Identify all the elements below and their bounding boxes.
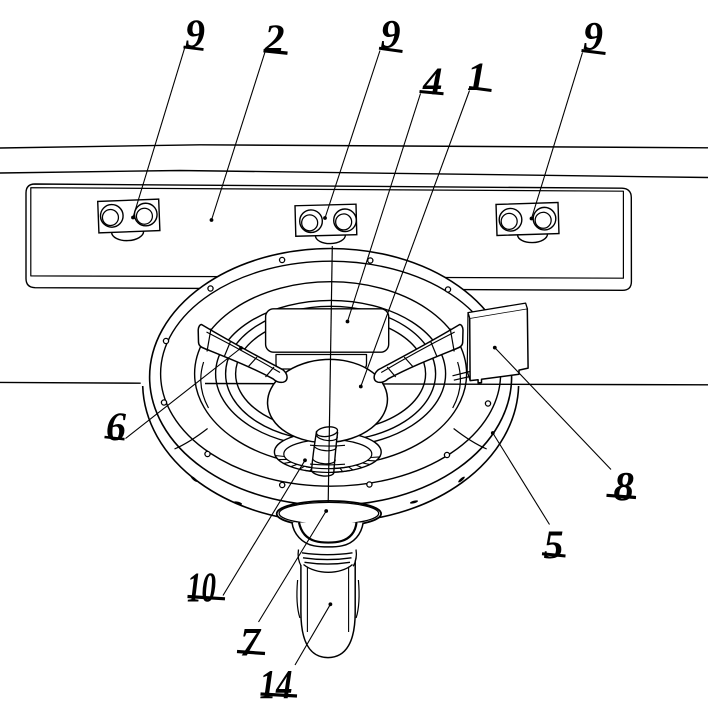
svg-text:7: 7 <box>240 620 262 665</box>
svg-text:1: 1 <box>467 54 487 99</box>
svg-text:4: 4 <box>422 60 443 103</box>
svg-text:9: 9 <box>381 12 401 57</box>
svg-text:2: 2 <box>264 16 285 61</box>
svg-text:8: 8 <box>614 463 635 509</box>
svg-text:5: 5 <box>544 522 564 567</box>
svg-text:6: 6 <box>106 404 126 449</box>
svg-text:14: 14 <box>260 661 293 707</box>
svg-text:9: 9 <box>185 11 205 56</box>
svg-text:10: 10 <box>187 566 216 612</box>
svg-text:9: 9 <box>583 14 603 59</box>
